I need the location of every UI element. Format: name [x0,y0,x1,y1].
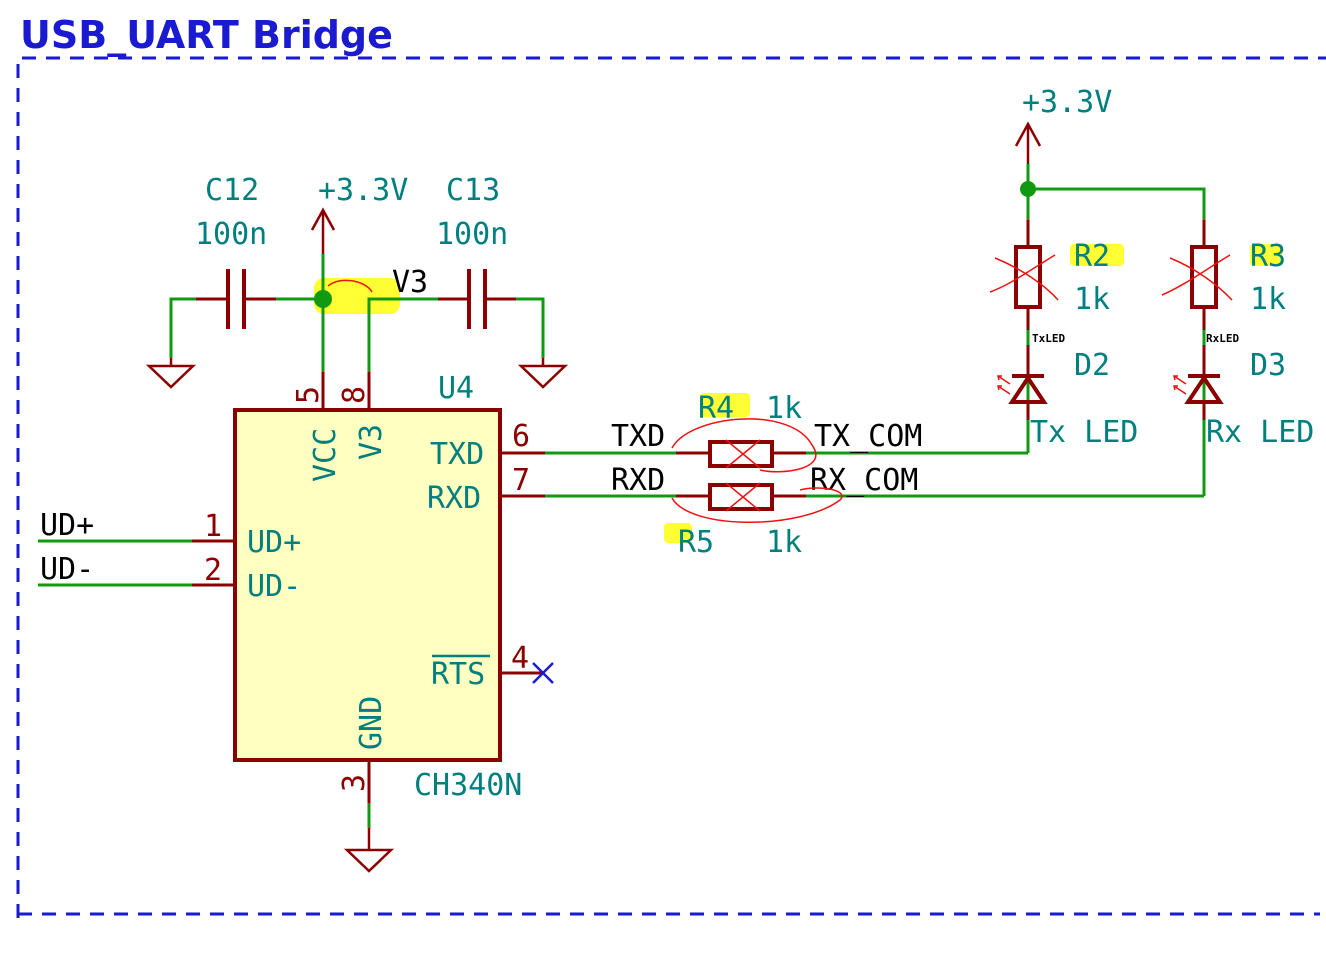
ic-value: CH340N [414,768,522,803]
led-d3[interactable]: RxLED D3 Rx LED [1173,332,1314,450]
highlight-r4 [700,393,750,417]
junction-led-vcc [1020,181,1036,197]
annotation-loops-r4-r5 [671,418,843,523]
resistor-r2[interactable]: R2 1k [989,220,1110,345]
sheet-border-top-left [16,56,1326,918]
d3-value: Rx LED [1206,415,1314,450]
pin-1-name: UD+ [247,525,301,560]
pin-6-number: 6 [512,419,530,454]
annotation-cross-r5 [725,482,761,512]
net-label-txd: TXD [611,419,665,454]
decoupling-section: +3.3V C12 100n C13 100n V3 [145,173,569,389]
d2-net-label: TxLED [1032,332,1065,345]
highlight-r3 [1250,244,1282,266]
d3-ref: D3 [1250,348,1286,383]
c13-ref: C13 [446,173,500,208]
pin-4-number: 4 [511,641,529,676]
r2-value: 1k [1074,282,1110,317]
pin-8-name: V3 [354,424,389,460]
annotation-cross-r2 [989,254,1059,301]
pin-7-number: 7 [512,463,530,498]
sheet-frame: USB_UART Bridge [16,13,1326,918]
capacitor-c13[interactable]: C13 100n [436,173,516,329]
r4-value: 1k [766,391,802,426]
d3-net-label: RxLED [1206,332,1239,345]
resistor-r5[interactable]: R5 1k [676,482,806,560]
capacitor-c12[interactable]: C12 100n [195,173,276,329]
net-label-tx-com: TX_COM [814,419,922,454]
annotation-scribble-v3 [327,279,373,293]
c13-value: 100n [436,217,508,252]
highlight-marks [314,244,1282,543]
ground-symbol-c12 [145,358,197,389]
wire-led-vcc-branch [1028,187,1206,220]
no-connect-marker [532,662,554,684]
power-label-3v3-left: +3.3V [318,173,408,208]
d2-value: Tx LED [1030,415,1138,450]
led-section: +3.3V [1014,85,1206,496]
pin-8-number: 8 [337,386,372,404]
net-label-rx-com: RX_COM [810,463,918,498]
r3-ref: R3 [1250,239,1286,274]
ground-symbol-u4 [343,803,395,873]
pin-5-number: 5 [291,386,326,404]
c12-ref: C12 [205,173,259,208]
r2-ref: R2 [1074,239,1110,274]
highlight-r5 [664,523,692,543]
resistor-r3[interactable]: R3 1k [1161,220,1286,345]
pin-2-name: UD- [247,569,301,604]
net-label-ud-plus: UD+ [40,508,94,543]
ic-ref: U4 [438,371,474,406]
highlight-r2 [1070,244,1124,266]
pin-3-name: GND [354,696,389,750]
resistor-r4[interactable]: R4 1k [676,391,806,469]
led-d2[interactable]: TxLED D2 Tx LED [997,332,1138,450]
net-label-ud-minus: UD- [40,552,94,587]
pin-7-name: RXD [427,481,481,516]
annotation-cross-r4 [725,439,761,469]
net-label-v3: V3 [392,265,428,300]
wire-c12-gnd [169,297,196,358]
pin-4-name: RTS [431,657,485,692]
ic-body [233,408,502,762]
net-label-rxd: RXD [611,463,665,498]
r5-ref: R5 [678,525,714,560]
r5-value: 1k [766,525,802,560]
pin-3-number: 3 [337,774,372,792]
ground-symbol-c13 [517,358,569,389]
pin-1-number: 1 [204,509,222,544]
sheet-title: USB_UART Bridge [20,13,393,57]
ic-u4[interactable]: U4 CH340N 5 VCC 8 V3 6 TXD 7 RXD 1 UD+ 2… [192,371,554,803]
c12-value: 100n [195,217,267,252]
pin-2-number: 2 [204,553,222,588]
power-label-3v3-right: +3.3V [1022,85,1112,120]
d2-light-rays [997,375,1011,395]
pin-5-name: VCC [308,428,343,482]
junction-vcc [314,290,332,308]
d2-ref: D2 [1074,348,1110,383]
highlight-v3-node [314,278,400,314]
serial-lines: TXD RXD TX_COM RX_COM [545,419,1204,498]
wire-c13-gnd [516,297,545,358]
pin-6-name: TXD [430,437,484,472]
r3-value: 1k [1250,282,1286,317]
annotation-cross-r3 [1161,254,1233,301]
wire-v3 [367,297,438,372]
usb-nets: UD+ UD- [38,508,192,587]
d3-light-rays [1173,375,1187,395]
